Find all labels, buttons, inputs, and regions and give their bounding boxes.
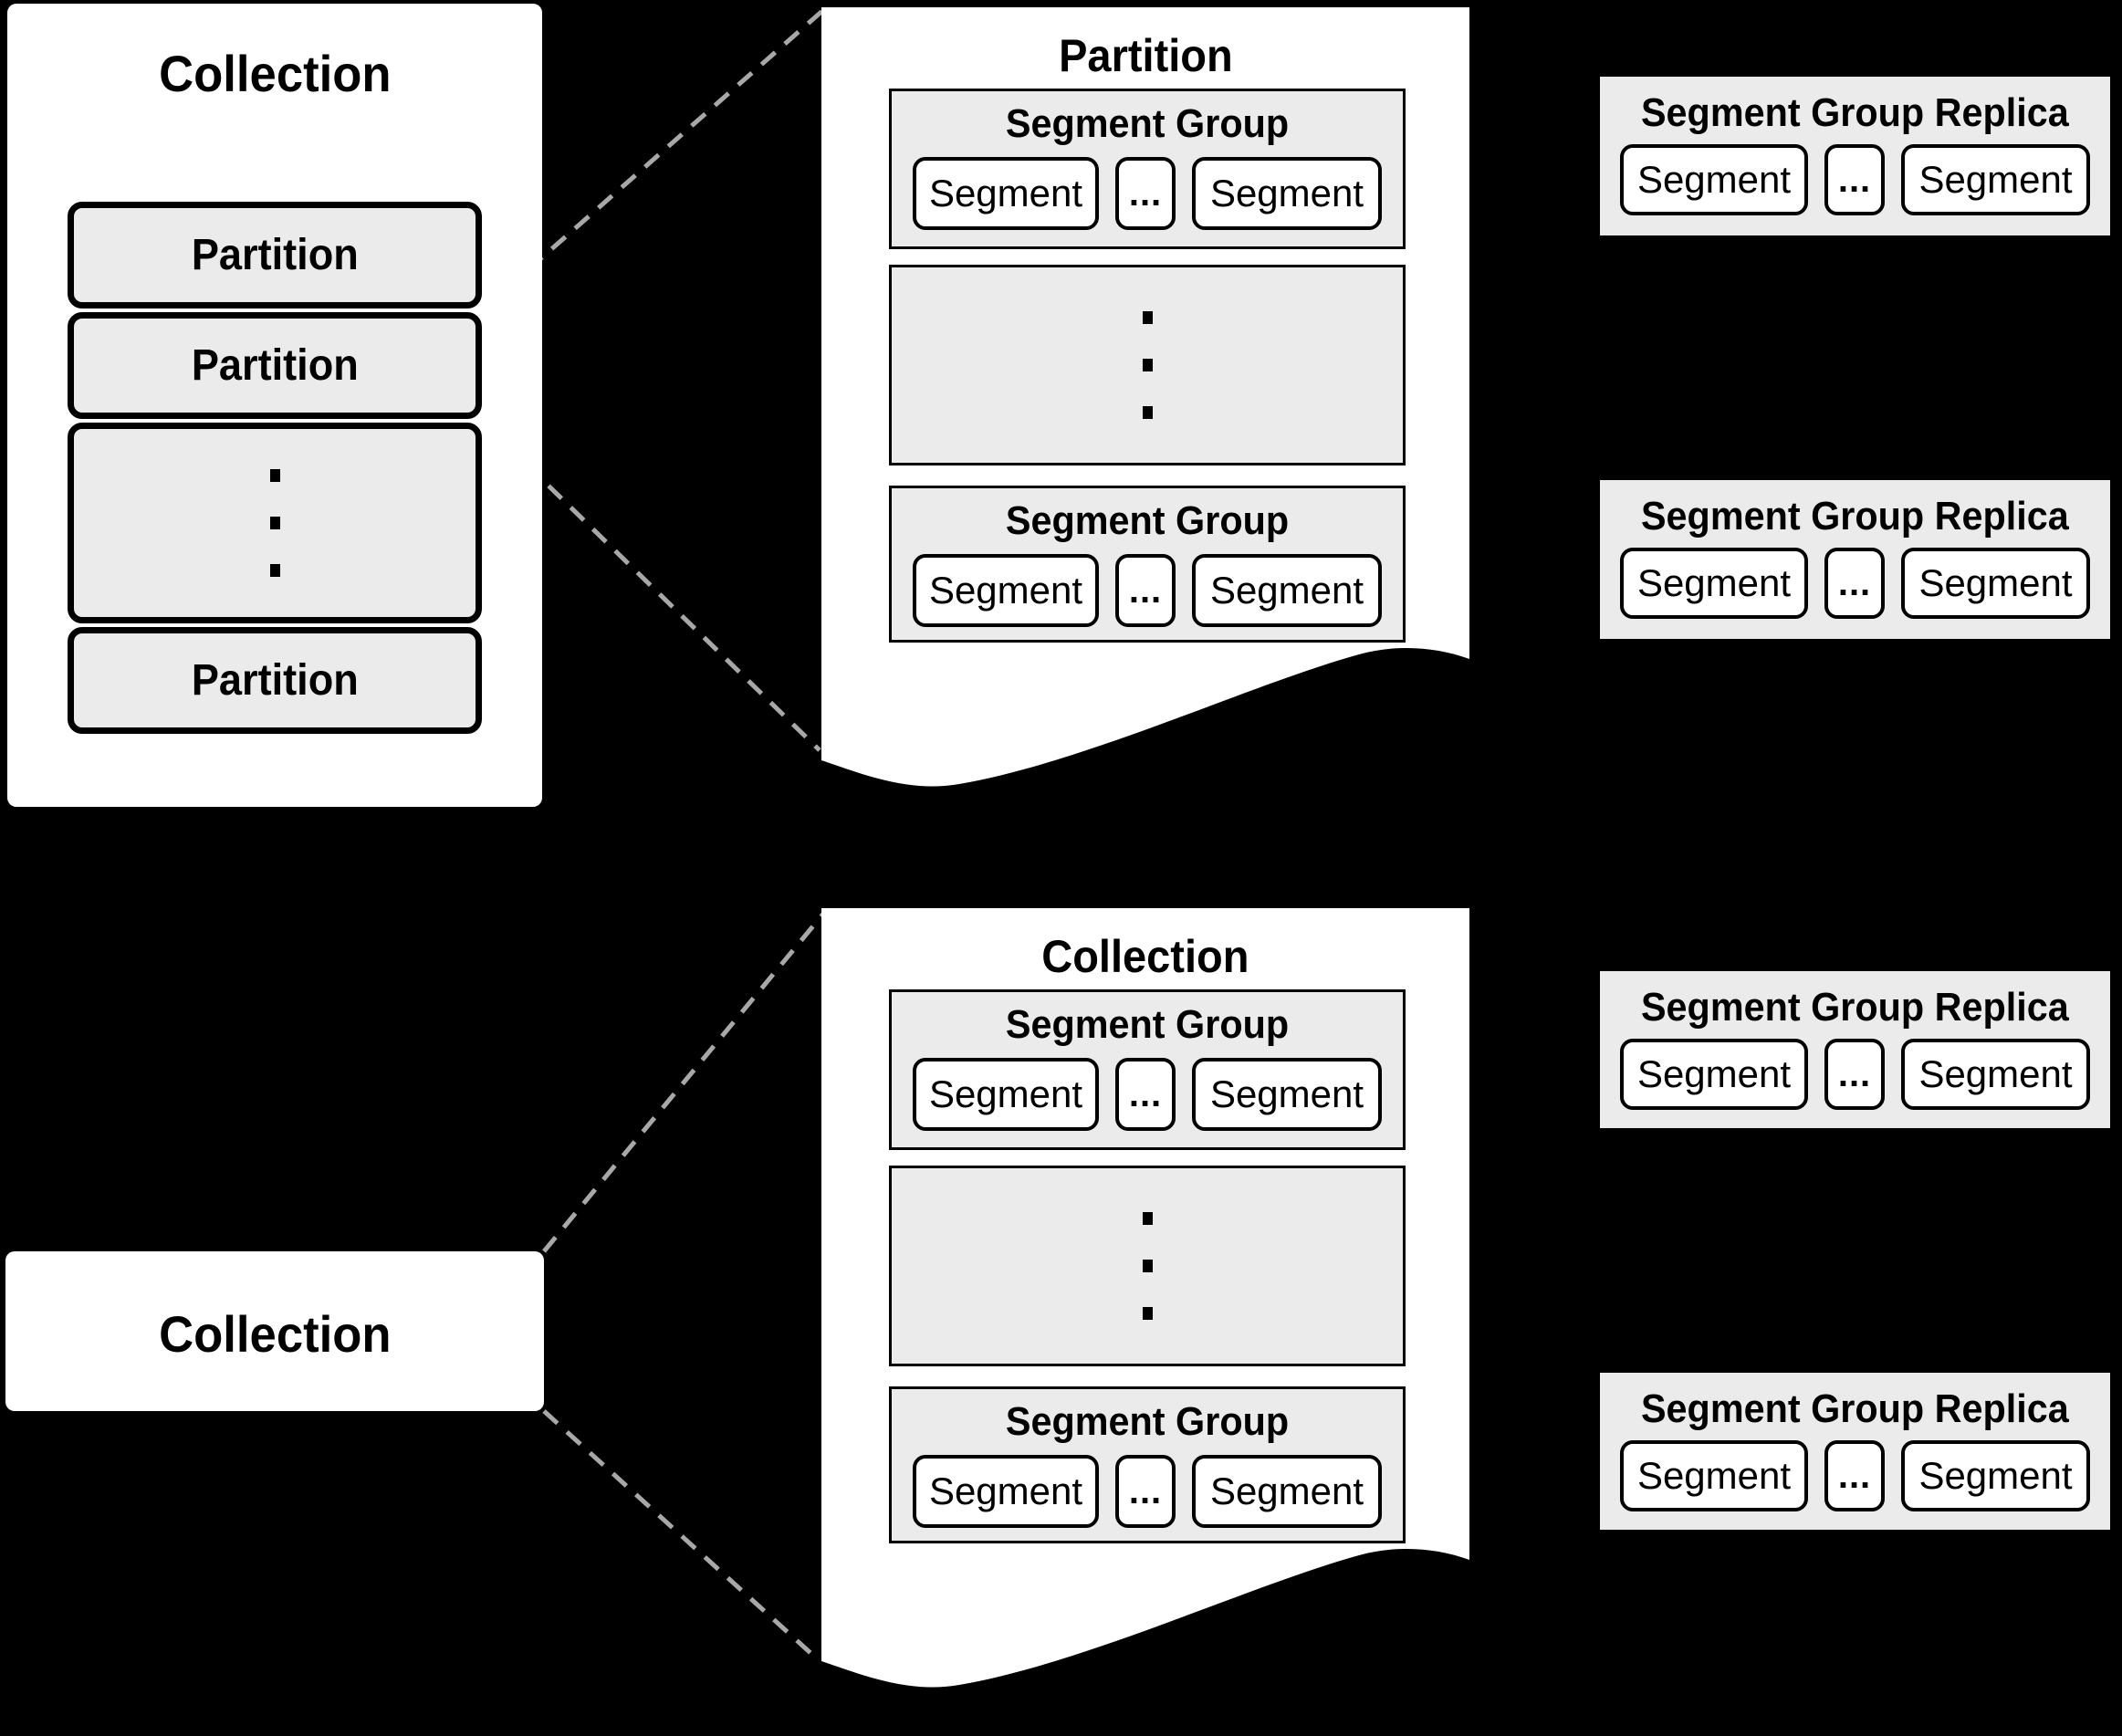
segment-group-title: Segment Group — [1005, 1399, 1290, 1444]
segment-row: Segment ... Segment — [1620, 1440, 2090, 1511]
segment-group-box: Segment Group Segment ... Segment — [889, 89, 1406, 249]
ellipsis-box: ... — [1824, 144, 1885, 215]
segment-row: Segment ... Segment — [913, 554, 1382, 627]
vertical-ellipsis-icon — [892, 267, 1403, 463]
segment-group-replica-box: Segment Group Replica Segment ... Segmen… — [1600, 971, 2110, 1128]
collection-label-box: Collection — [5, 1251, 544, 1411]
segment-group-replica-box: Segment Group Replica Segment ... Segmen… — [1600, 1373, 2110, 1530]
segment-row: Segment ... Segment — [913, 157, 1382, 230]
ellipsis-box: ... — [1824, 1440, 1885, 1511]
ellipsis-box: ... — [1824, 548, 1885, 619]
segment-box: Segment — [913, 1455, 1099, 1528]
replica-title: Segment Group Replica — [1641, 1386, 2069, 1431]
segment-box: Segment — [1192, 157, 1382, 230]
ellipsis-box: ... — [1824, 1039, 1885, 1110]
segment-group-box: Segment Group Segment ... Segment — [889, 1386, 1406, 1543]
replica-title: Segment Group Replica — [1641, 494, 2069, 539]
segment-row: Segment ... Segment — [1620, 548, 2090, 619]
collection-panel: Collection Partition Partition Partition — [7, 4, 542, 807]
segment-box: Segment — [913, 1058, 1099, 1131]
segment-box: Segment — [1620, 1440, 1808, 1511]
ellipsis-box: ... — [1115, 1455, 1176, 1528]
partition-document-title: Partition — [1058, 30, 1233, 81]
segment-box: Segment — [1620, 144, 1808, 215]
partition-row: Partition — [68, 312, 482, 419]
segment-row: Segment ... Segment — [913, 1058, 1382, 1131]
segment-box: Segment — [1901, 548, 2090, 619]
segment-box: Segment — [1620, 548, 1808, 619]
segment-box: Segment — [1901, 1039, 2090, 1110]
segment-group-box: Segment Group Segment ... Segment — [889, 486, 1406, 643]
segment-group-title: Segment Group — [1005, 1002, 1290, 1047]
ellipsis-box: ... — [1115, 157, 1176, 230]
segment-group-ellipsis-box — [889, 265, 1406, 465]
ellipsis-box: ... — [1115, 554, 1176, 627]
partition-ellipsis-row — [68, 423, 482, 623]
collection-panel-title: Collection — [158, 45, 392, 102]
connector-collection-to-doc-top — [542, 911, 826, 1253]
segment-group-replica-box: Segment Group Replica Segment ... Segmen… — [1600, 77, 2110, 235]
collection-document-title: Collection — [1041, 931, 1249, 982]
segment-row: Segment ... Segment — [1620, 144, 2090, 215]
segment-group-ellipsis-box — [889, 1166, 1406, 1366]
replica-title: Segment Group Replica — [1641, 90, 2069, 135]
segment-row: Segment ... Segment — [1620, 1039, 2090, 1110]
segment-box: Segment — [1192, 1058, 1382, 1131]
segment-box: Segment — [1901, 1440, 2090, 1511]
segment-box: Segment — [913, 554, 1099, 627]
vertical-ellipsis-icon — [892, 1168, 1403, 1364]
connector-collection-to-doc-bottom — [542, 1409, 821, 1663]
partition-row: Partition — [68, 627, 482, 734]
collection-document: Collection Segment Group Segment ... Seg… — [821, 908, 1469, 1702]
segment-box: Segment — [1901, 144, 2090, 215]
ellipsis-box: ... — [1115, 1058, 1176, 1131]
collection-label-title: Collection — [158, 1305, 392, 1363]
vertical-ellipsis-icon — [74, 429, 476, 617]
segment-box: Segment — [1192, 1455, 1382, 1528]
replica-title: Segment Group Replica — [1641, 985, 2069, 1030]
segment-box: Segment — [913, 157, 1099, 230]
segment-group-title: Segment Group — [1005, 101, 1290, 146]
segment-group-title: Segment Group — [1005, 498, 1290, 543]
segment-box: Segment — [1192, 554, 1382, 627]
segment-group-box: Segment Group Segment ... Segment — [889, 989, 1406, 1150]
segment-group-replica-box: Segment Group Replica Segment ... Segmen… — [1600, 480, 2110, 639]
segment-row: Segment ... Segment — [913, 1455, 1382, 1528]
segment-box: Segment — [1620, 1039, 1808, 1110]
partition-row: Partition — [68, 202, 482, 309]
partition-document: Partition Segment Group Segment ... Segm… — [821, 7, 1469, 801]
